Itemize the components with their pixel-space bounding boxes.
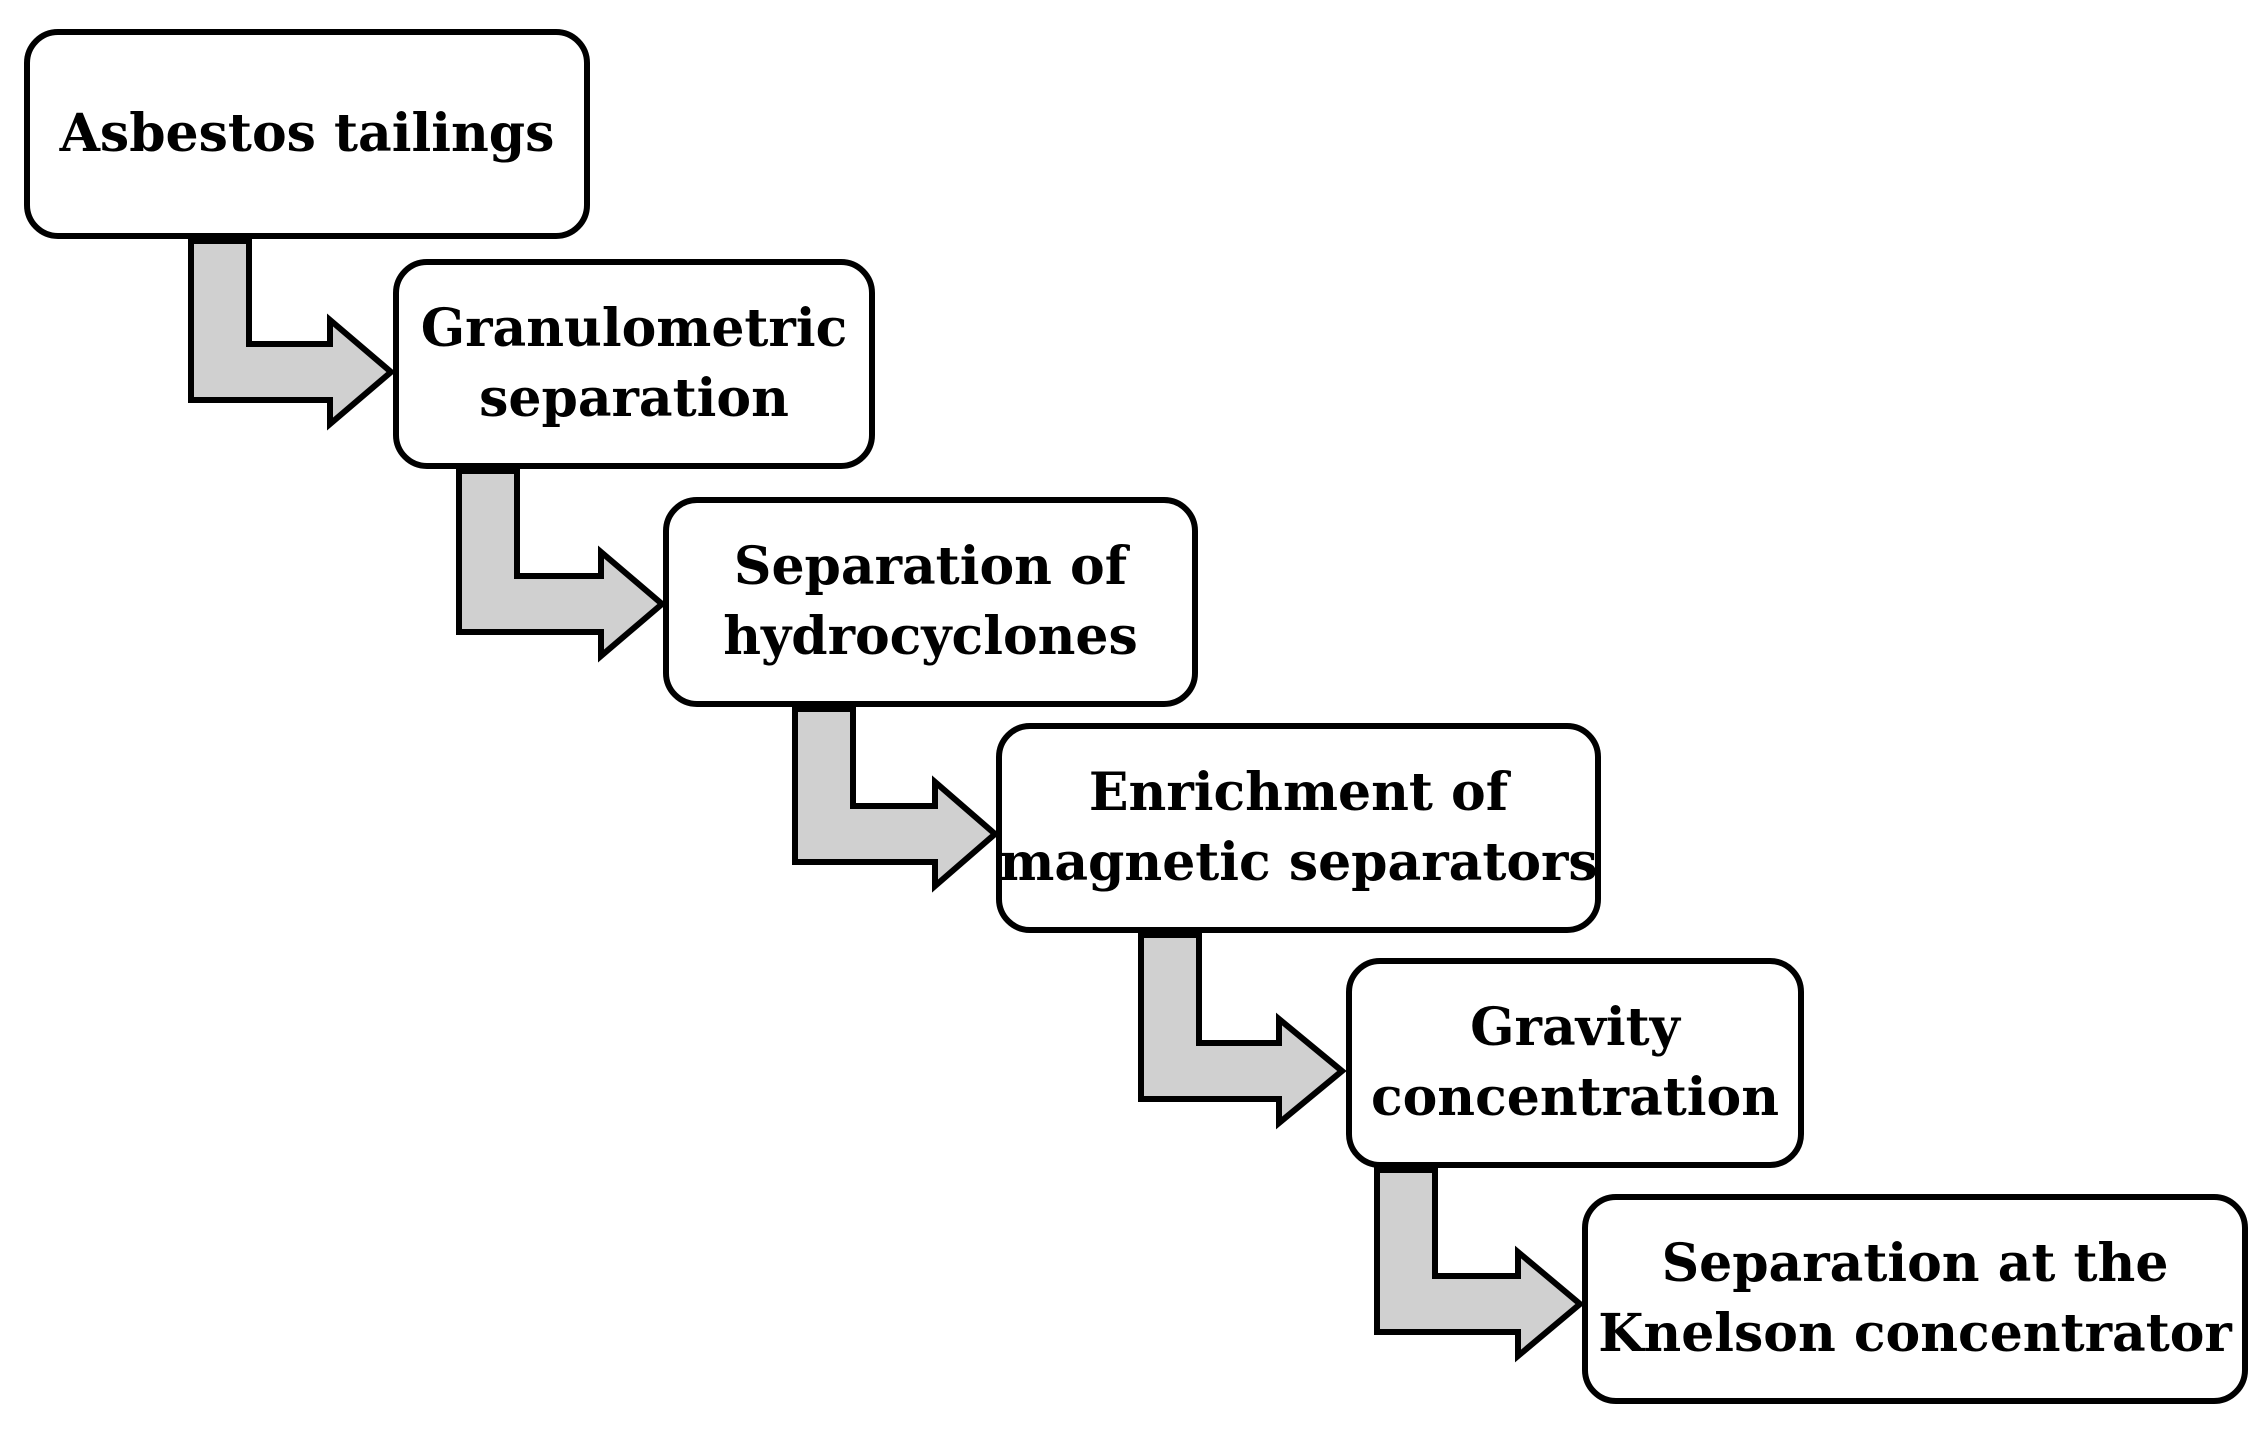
step-label-line: Enrichment of (1088, 762, 1509, 823)
step-separation-of-hydrocyclones: Separation of hydrocyclones (663, 497, 1198, 707)
step-label-line: Separation at the (1661, 1233, 2169, 1294)
step-granulometric-separation: Granulometric separation (393, 259, 875, 469)
step-label-line: Gravity (1470, 997, 1680, 1058)
step-label-line: magnetic separators (999, 832, 1598, 893)
step-label-line: Knelson concentrator (1598, 1303, 2232, 1364)
arrow-step-5-to-6 (1374, 1167, 1585, 1363)
step-separation-at-knelson-concentrator: Separation at the Knelson concentrator (1582, 1194, 2248, 1404)
step-label-line: hydrocyclones (723, 606, 1138, 667)
arrow-step-2-to-3 (456, 468, 667, 663)
step-asbestos-tailings: Asbestos tailings (24, 29, 590, 239)
step-label-line: Granulometric (420, 298, 848, 359)
step-label-line: Asbestos tailings (59, 103, 555, 164)
step-label-line: separation (479, 368, 789, 429)
step-label-line: Separation of (733, 536, 1128, 597)
arrow-step-3-to-4 (792, 706, 1000, 893)
step-enrichment-of-magnetic-separators: Enrichment of magnetic separators (996, 723, 1601, 933)
arrow-step-4-to-5 (1138, 932, 1347, 1130)
arrow-step-1-to-2 (188, 238, 396, 431)
step-gravity-concentration: Gravity concentration (1346, 958, 1804, 1168)
step-label-line: concentration (1370, 1067, 1780, 1128)
